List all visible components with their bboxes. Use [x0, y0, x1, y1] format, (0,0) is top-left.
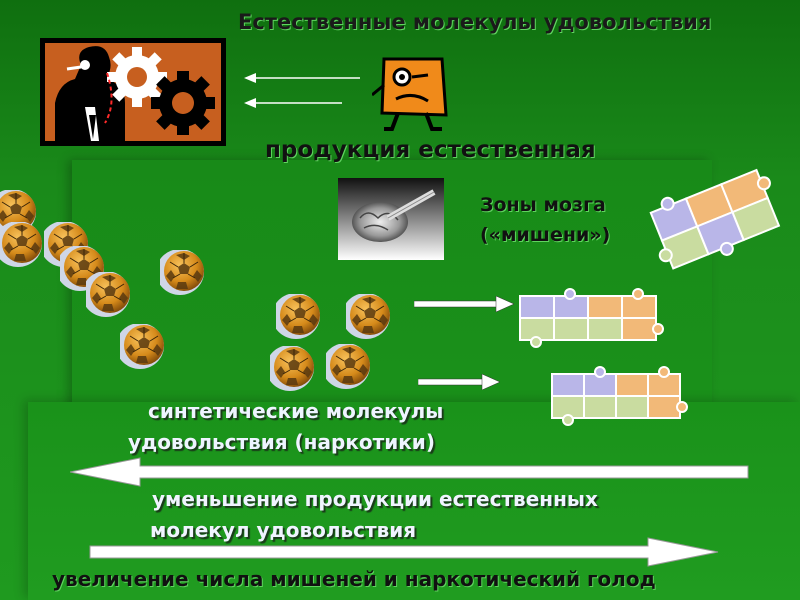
synthetic-molecules-label: синтетические молекулы удовольствия (нар…	[128, 396, 443, 458]
puzzle-icon	[649, 168, 781, 270]
increase-arrow	[89, 537, 719, 567]
puzzle-icon	[551, 366, 688, 426]
molecule-icon	[86, 272, 131, 318]
brain-zones-label: Зоны мозга («мишени»)	[480, 190, 610, 250]
slide-title: Естественные молекулы удовольствия	[238, 10, 712, 34]
subtitle-natural-production: продукция естественная	[265, 137, 596, 163]
synthetic-line-1: синтетические молекулы	[148, 399, 444, 423]
molecule-icon	[346, 294, 391, 340]
molecule-icon	[270, 346, 315, 392]
molecule-icon	[326, 344, 371, 390]
zones-line-2: («мишени»)	[480, 224, 611, 246]
smiley-face-icon	[372, 57, 448, 131]
molecule-icon	[120, 324, 165, 370]
molecule-icon	[160, 250, 205, 296]
increase-targets-label: увеличение числа мишеней и наркотический…	[52, 567, 656, 591]
decrease-arrow	[70, 457, 749, 487]
synthetic-line-2: удовольствия (наркотики)	[128, 430, 435, 454]
brain-syringe-icon	[338, 178, 444, 260]
decrease-line-1: уменьшение продукции естественных	[152, 487, 598, 511]
decrease-line-2: молекул удовольствия	[150, 518, 417, 542]
lower-panel	[28, 402, 800, 600]
arrow-to-puzzle-lower	[418, 374, 500, 390]
zones-line-1: Зоны мозга	[480, 194, 606, 216]
puzzle-icon	[519, 288, 664, 348]
arrow-to-puzzle-upper	[414, 296, 514, 312]
arrow-to-worker-top	[244, 73, 360, 83]
decrease-production-label: уменьшение продукции естественных молеку…	[150, 484, 598, 546]
arrow-to-worker-bottom	[244, 98, 342, 108]
molecule-icon	[276, 294, 321, 340]
molecule-icon	[0, 222, 43, 268]
worker-gear-icon	[40, 38, 226, 146]
